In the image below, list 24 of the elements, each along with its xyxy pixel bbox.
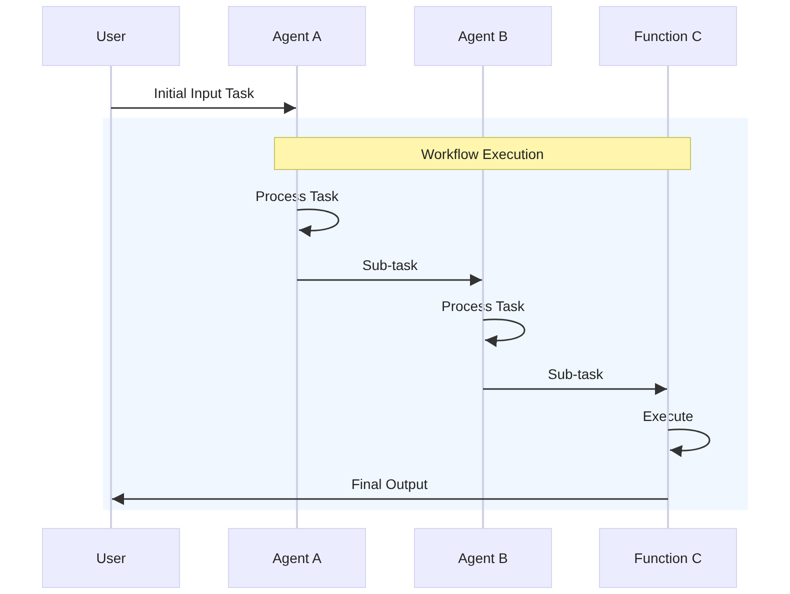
lifeline bbox=[482, 66, 484, 528]
message-arrow bbox=[112, 493, 668, 505]
message-label: Sub-task bbox=[362, 257, 418, 273]
participant-box: Function C bbox=[599, 528, 737, 588]
participant-box: Agent B bbox=[414, 528, 552, 588]
message-arrow bbox=[111, 102, 296, 114]
participant-box: Agent B bbox=[414, 6, 552, 66]
participant-box: User bbox=[42, 528, 180, 588]
self-message-arrow bbox=[296, 208, 340, 237]
message-label: Final Output bbox=[351, 476, 428, 492]
self-message-arrow bbox=[668, 428, 710, 457]
note-box: Workflow Execution bbox=[274, 137, 691, 170]
message-arrow bbox=[297, 274, 482, 286]
participant-box: Agent A bbox=[228, 6, 366, 66]
message-label: Initial Input Task bbox=[154, 85, 254, 101]
participant-box: Function C bbox=[599, 6, 737, 66]
lifeline bbox=[110, 66, 112, 528]
message-arrow bbox=[483, 383, 667, 395]
message-label: Sub-task bbox=[548, 366, 604, 382]
lifeline bbox=[667, 66, 669, 528]
self-message-arrow bbox=[482, 318, 526, 347]
participant-box: Agent A bbox=[228, 528, 366, 588]
lifeline bbox=[296, 66, 298, 528]
participant-box: User bbox=[42, 6, 180, 66]
